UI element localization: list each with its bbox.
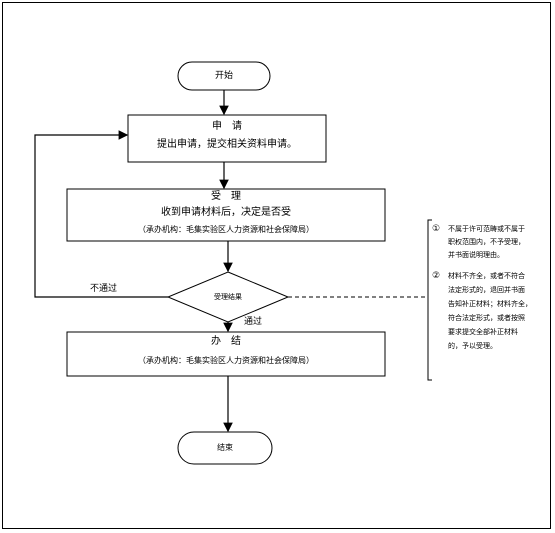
note-2-line-1: 材料不齐全，或者不符合 [448, 272, 525, 280]
accept-organization: （承办机构：毛集实验区人力资源和社会保障局） [138, 225, 314, 234]
apply-title: 申 请 [212, 121, 242, 132]
note-2-line-6: 的，予以受理。 [448, 342, 497, 350]
apply-description: 提出申请，提交相关资料申请。 [157, 139, 297, 150]
finish-box [66, 331, 386, 377]
finish-organization: （承办机构：毛集实验区人力资源和社会保障局） [138, 356, 314, 365]
note-1-line-2: 职权范围内，不予受理， [448, 238, 525, 246]
apply-box [127, 114, 327, 163]
accept-description: 收到申请材料后，决定是否受 [161, 207, 291, 218]
finish-title: 办 结 [211, 336, 241, 347]
note-1-line-1: 不属于许可范畴或不属于 [448, 225, 525, 233]
start-label: 开始 [214, 71, 233, 81]
decision-label: 受理结果 [214, 293, 242, 301]
arrow-fail-loop [34, 130, 168, 298]
notes-bracket [427, 219, 432, 381]
note-2-line-5: 要求提交全部补正材料 [448, 328, 518, 336]
note-2-line-2: 法定形式的，退回并书面 [448, 286, 525, 294]
note-1-line-3: 并书面说明理由。 [448, 251, 504, 259]
fail-label: 不通过 [90, 284, 118, 294]
accept-title: 受 理 [211, 191, 241, 202]
pass-label: 通过 [244, 317, 263, 327]
note-2-number: ② [432, 271, 441, 281]
diagram-frame [2, 2, 551, 529]
note-2-line-4: 符合法定形式，或者按照 [448, 314, 525, 322]
note-1-number: ① [432, 224, 441, 234]
end-label: 结束 [217, 443, 233, 452]
note-2-line-3: 告知补正材料；材料齐全， [448, 300, 532, 308]
